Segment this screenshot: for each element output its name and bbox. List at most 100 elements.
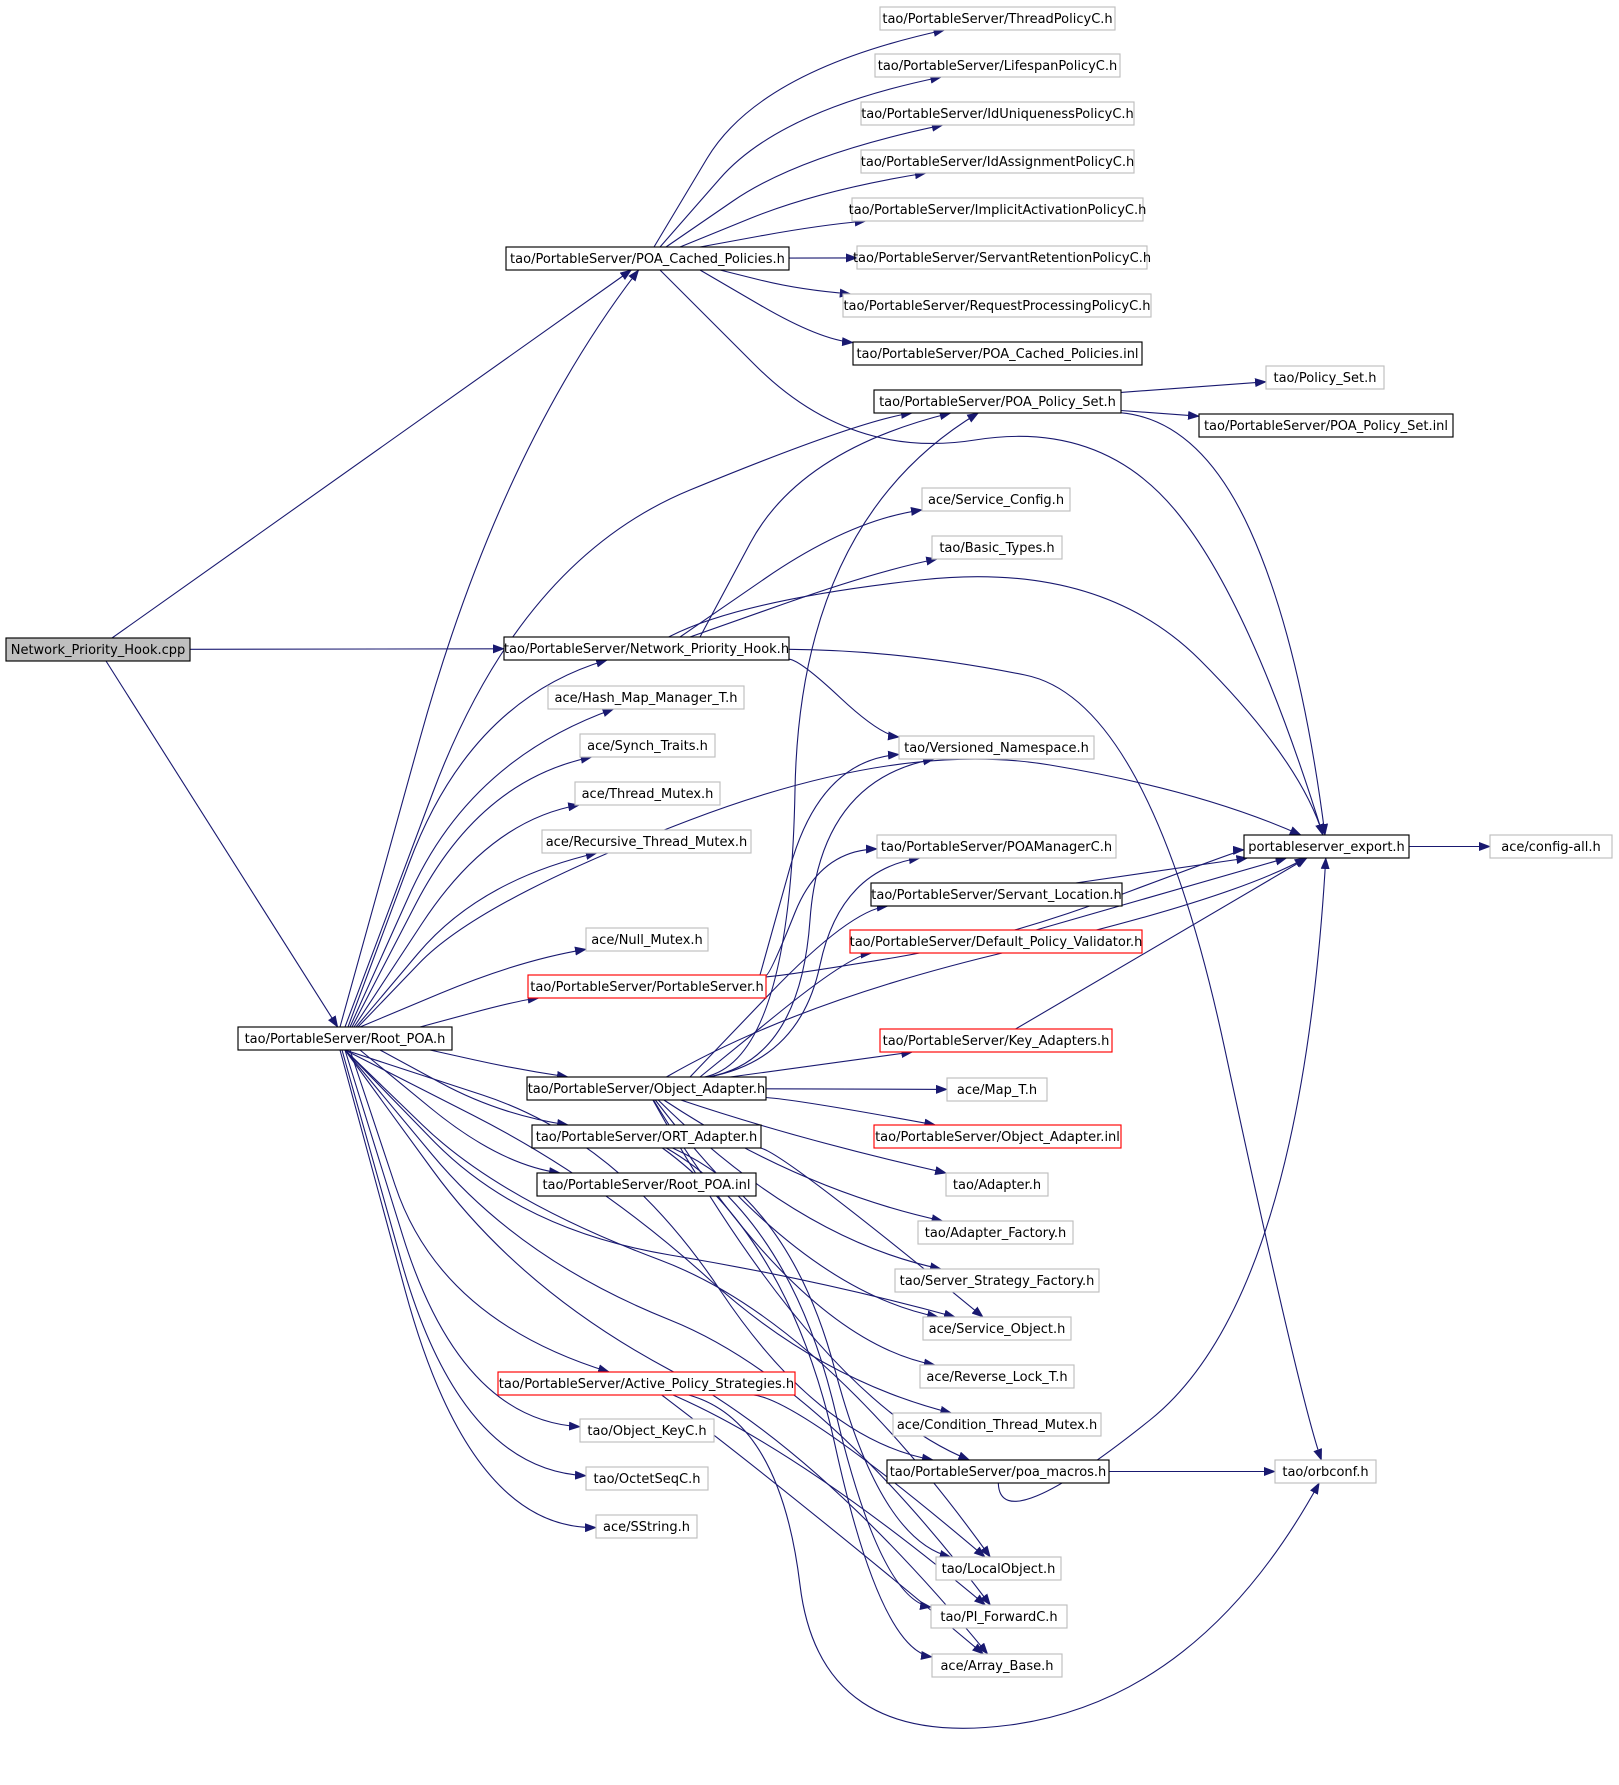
node-box [879,1028,1113,1053]
edge-rootpoa-to-localobj [344,1049,991,1558]
node-label: tao/PortableServer/POAManagerC.h [881,840,1112,855]
node-label: tao/PI_ForwardC.h [940,1610,1057,1625]
node-npcpp[interactable]: Network_Priority_Hook.cpp [5,637,191,662]
node-polsetinl[interactable]: tao/PortableServer/POA_Policy_Set.inl [1198,413,1454,438]
node-cachedinl[interactable]: tao/PortableServer/POA_Cached_Policies.i… [852,341,1143,366]
node-label: tao/Basic_Types.h [939,541,1054,556]
edge-npcpp-to-nphh [189,644,505,654]
node-box [873,1124,1122,1149]
node-label: tao/PortableServer/POA_Cached_Policies.h [510,252,785,267]
node-rootpoainl[interactable]: tao/PortableServer/Root_POA.inl [536,1172,757,1197]
edge-npcpp-to-rootpoa [105,660,339,1028]
node-objkey: tao/Object_KeyC.h [579,1418,715,1443]
node-activepol[interactable]: tao/PortableServer/Active_Policy_Strateg… [497,1371,796,1396]
node-box [946,1077,1048,1102]
node-box [922,1316,1072,1341]
node-psh[interactable]: tao/PortableServer/PortableServer.h [527,974,767,999]
edge-psh-to-poamgr [765,844,878,976]
dependency-edges [105,27,1491,1729]
edge-objadapt-to-adapterfact [663,1099,944,1224]
edge-rootpoa-to-nullmutex [359,946,587,1028]
edge-objadapt-to-polset [704,412,980,1078]
node-box [547,685,745,710]
node-label: ace/Reverse_Lock_T.h [926,1370,1067,1385]
node-label: tao/PortableServer/RequestProcessingPoli… [843,299,1150,314]
node-box [851,197,1144,222]
edge-activepol-to-orbconf [688,1394,1320,1729]
node-box [842,293,1152,318]
node-condmutex: ace/Condition_Thread_Mutex.h [892,1412,1102,1437]
edge-nphh-to-versioned [788,658,900,741]
edge-rootpoa-to-threadmutex [353,802,581,1028]
node-box [579,1418,715,1443]
node-label: tao/PortableServer/POA_Policy_Set.h [879,395,1116,410]
edge-cached-to-export [659,269,1324,836]
edge-ortadapt-to-localobj [672,1147,952,1559]
node-label: tao/OctetSeqC.h [594,1472,701,1487]
node-label: tao/orbconf.h [1282,1465,1368,1480]
node-objadaptinl[interactable]: tao/PortableServer/Object_Adapter.inl [873,1124,1122,1149]
edge-cached-to-reqproc [719,269,852,298]
node-box [876,834,1117,859]
node-recmutex: ace/Recursive_Thread_Mutex.h [541,829,752,854]
edge-polset-to-export [1120,412,1329,836]
node-configall: ace/config-all.h [1489,834,1613,859]
node-label: ace/Null_Mutex.h [591,933,703,948]
node-box [931,1653,1063,1678]
node-cached[interactable]: tao/PortableServer/POA_Cached_Policies.h [505,246,790,271]
edge-rootpoa-to-piforward [344,1049,991,1606]
node-adapter: tao/Adapter.h [945,1172,1049,1197]
node-servret: tao/PortableServer/ServantRetentionPolic… [853,245,1151,270]
node-arraybase: ace/Array_Base.h [931,1653,1063,1678]
node-box [585,1466,709,1491]
node-box [595,1514,698,1539]
node-lifespan: tao/PortableServer/LifespanPolicyC.h [874,53,1121,78]
node-adapterfact: tao/Adapter_Factory.h [917,1220,1074,1245]
node-rootpoa[interactable]: tao/PortableServer/Root_POA.h [237,1026,453,1051]
node-implicit: tao/PortableServer/ImplicitActivationPol… [849,197,1146,222]
node-box [894,1268,1100,1293]
edge-rootpoa-to-polset [344,410,913,1028]
node-poamacros[interactable]: tao/PortableServer/poa_macros.h [886,1459,1110,1484]
edge-rootpoa-to-cached [339,269,640,1028]
node-svcobj: ace/Service_Object.h [922,1316,1072,1341]
node-label: tao/Server_Strategy_Factory.h [900,1274,1095,1289]
node-box [931,535,1063,560]
node-polset[interactable]: tao/PortableServer/POA_Policy_Set.h [873,389,1122,414]
node-label: tao/PortableServer/poa_macros.h [890,1465,1107,1480]
node-box [497,1371,796,1396]
node-nullmutex: ace/Null_Mutex.h [585,927,709,952]
node-nphh[interactable]: tao/PortableServer/Network_Priority_Hook… [503,636,790,661]
node-label: tao/PortableServer/Key_Adapters.h [883,1034,1110,1049]
node-hashmap: ace/Hash_Map_Manager_T.h [547,685,745,710]
node-ortadapt[interactable]: tao/PortableServer/ORT_Adapter.h [531,1124,762,1149]
edge-npcpp-to-cached [111,269,633,639]
node-servloc[interactable]: tao/PortableServer/Servant_Location.h [870,882,1123,907]
edge-polset-to-polsetinl [1120,409,1200,420]
node-box [873,389,1122,414]
node-box [1489,834,1613,859]
node-objadapt[interactable]: tao/PortableServer/Object_Adapter.h [526,1076,767,1101]
node-export[interactable]: portableserver_export.h [1243,834,1410,859]
node-label: tao/PortableServer/Default_Policy_Valida… [850,935,1143,950]
edge-servloc-to-export [1075,855,1249,884]
edge-rootpoa-to-arraybase [344,1049,989,1655]
node-box [541,829,752,854]
node-label: tao/PortableServer/ORT_Adapter.h [536,1130,758,1145]
edge-rootpoa-to-rootpoainl [359,1049,562,1177]
node-reqproc: tao/PortableServer/RequestProcessingPoli… [842,293,1152,318]
node-versioned: tao/Versioned_Namespace.h [898,735,1095,760]
node-label: tao/Adapter_Factory.h [925,1226,1066,1241]
node-box [505,246,790,271]
node-box [526,1076,767,1101]
node-label: tao/PortableServer/POA_Cached_Policies.i… [856,347,1138,362]
edge-cached-to-idassign [679,170,927,248]
node-label: ace/Thread_Mutex.h [582,787,714,802]
node-defpolval[interactable]: tao/PortableServer/Default_Policy_Valida… [849,929,1143,954]
node-keyadapt[interactable]: tao/PortableServer/Key_Adapters.h [879,1028,1113,1053]
edge-objadapt-to-objadaptinl [765,1096,937,1128]
node-box [917,1220,1074,1245]
node-taopolset: tao/Policy_Set.h [1265,365,1385,390]
node-basictypes: tao/Basic_Types.h [931,535,1063,560]
node-mapt: ace/Map_T.h [946,1077,1048,1102]
